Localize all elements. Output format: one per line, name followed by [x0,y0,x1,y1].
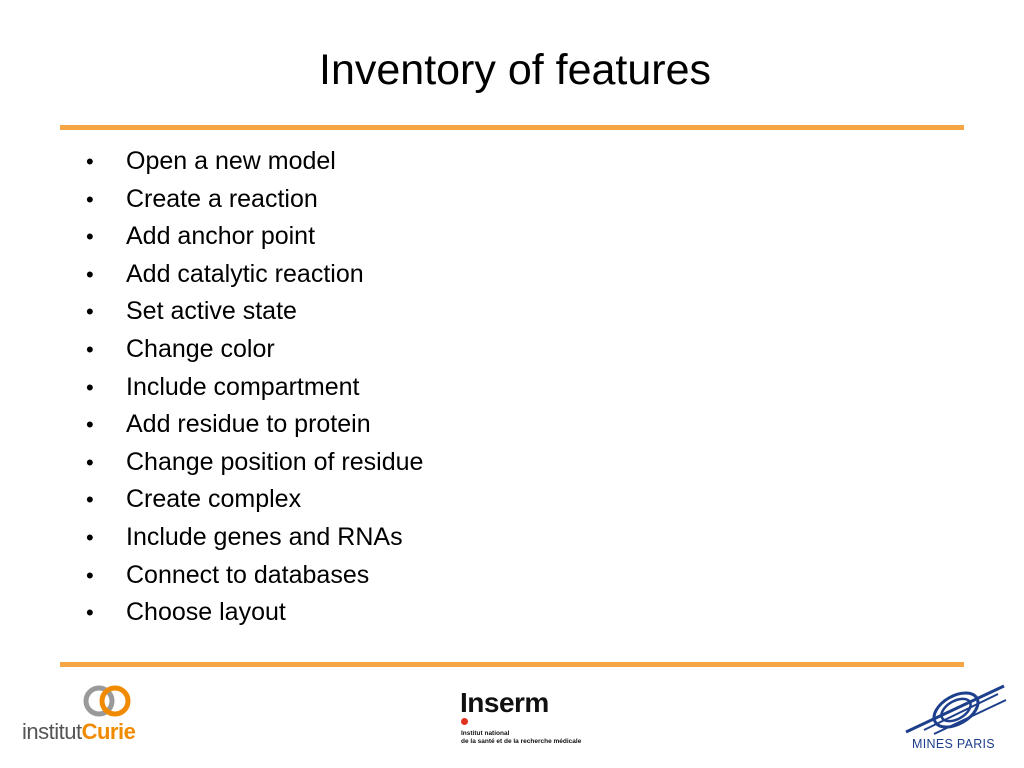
bullet-mark: • [86,562,94,588]
bullet-mark: • [86,412,94,438]
list-item-text: Add residue to protein [126,410,371,439]
mines-wordmark: MINES PARIS [912,737,995,751]
list-item: • Add anchor point [86,218,423,256]
bullet-mark: • [86,600,94,626]
list-item: • Create complex [86,481,423,519]
curie-wordmark-prefix: institut [22,719,82,744]
bullet-mark: • [86,224,94,250]
inserm-subtitle-line1: Institut national [461,730,510,737]
bullet-mark: • [86,449,94,475]
bullet-mark: • [86,374,94,400]
title-divider [60,125,964,130]
list-item: • Set active state [86,293,423,331]
list-item-text: Open a new model [126,147,336,175]
list-item: • Choose layout [86,594,423,632]
list-item: • Add residue to protein [86,406,423,444]
bullet-mark: • [86,336,94,362]
curie-wordmark: institutCurie [22,719,136,744]
feature-list: • Open a new model • Create a reaction • Add … [86,143,423,632]
institut-curie-logo: institutCurie [22,682,142,746]
list-item: • Connect to databases [86,557,423,595]
inserm-wordmark: Inserm [460,687,549,718]
list-item: • Include compartment [86,369,423,407]
list-item-text: Include genes and RNAs [126,522,403,551]
curie-rings-icon [83,685,131,717]
bullet-mark: • [86,186,94,212]
inserm-subtitle: Institut national de la santé et de la r… [461,730,581,746]
bullet-mark: • [86,261,94,287]
list-item-text: Change position of residue [126,447,424,476]
list-item: • Include genes and RNAs [86,519,423,557]
bullet-mark: • [86,299,94,325]
mines-emblem-icon [905,684,1007,735]
slide-title: Inventory of features [319,46,711,94]
list-item-text: Create a reaction [126,184,318,213]
mines-paris-logo: MINES PARIS [898,680,1010,760]
inserm-subtitle-line2: de la santé et de la recherche médicale [461,738,582,745]
list-item-text: Connect to databases [126,560,370,589]
list-item: • Add catalytic reaction [86,256,423,294]
bullet-mark: • [86,487,94,513]
bullet-mark: • [86,524,94,550]
list-item-text: Add anchor point [126,222,316,251]
inserm-dot-icon [461,718,468,725]
list-item-text: Add catalytic reaction [126,259,364,288]
list-item: • Create a reaction [86,181,423,219]
list-item-text: Create complex [126,485,302,514]
list-item-text: Set active state [126,297,297,326]
curie-wordmark-brand: Curie [81,719,136,744]
list-item-text: Change color [126,334,275,363]
footer-divider [60,662,964,667]
list-item-text: Include compartment [126,372,360,401]
inserm-logo: Inserm Institut national de la santé et … [458,688,628,754]
list-item: • Change position of residue [86,444,423,482]
list-item: • Open a new model [86,143,423,181]
list-item-text: Choose layout [126,598,286,627]
list-item: • Change color [86,331,423,369]
bullet-mark: • [86,149,94,174]
